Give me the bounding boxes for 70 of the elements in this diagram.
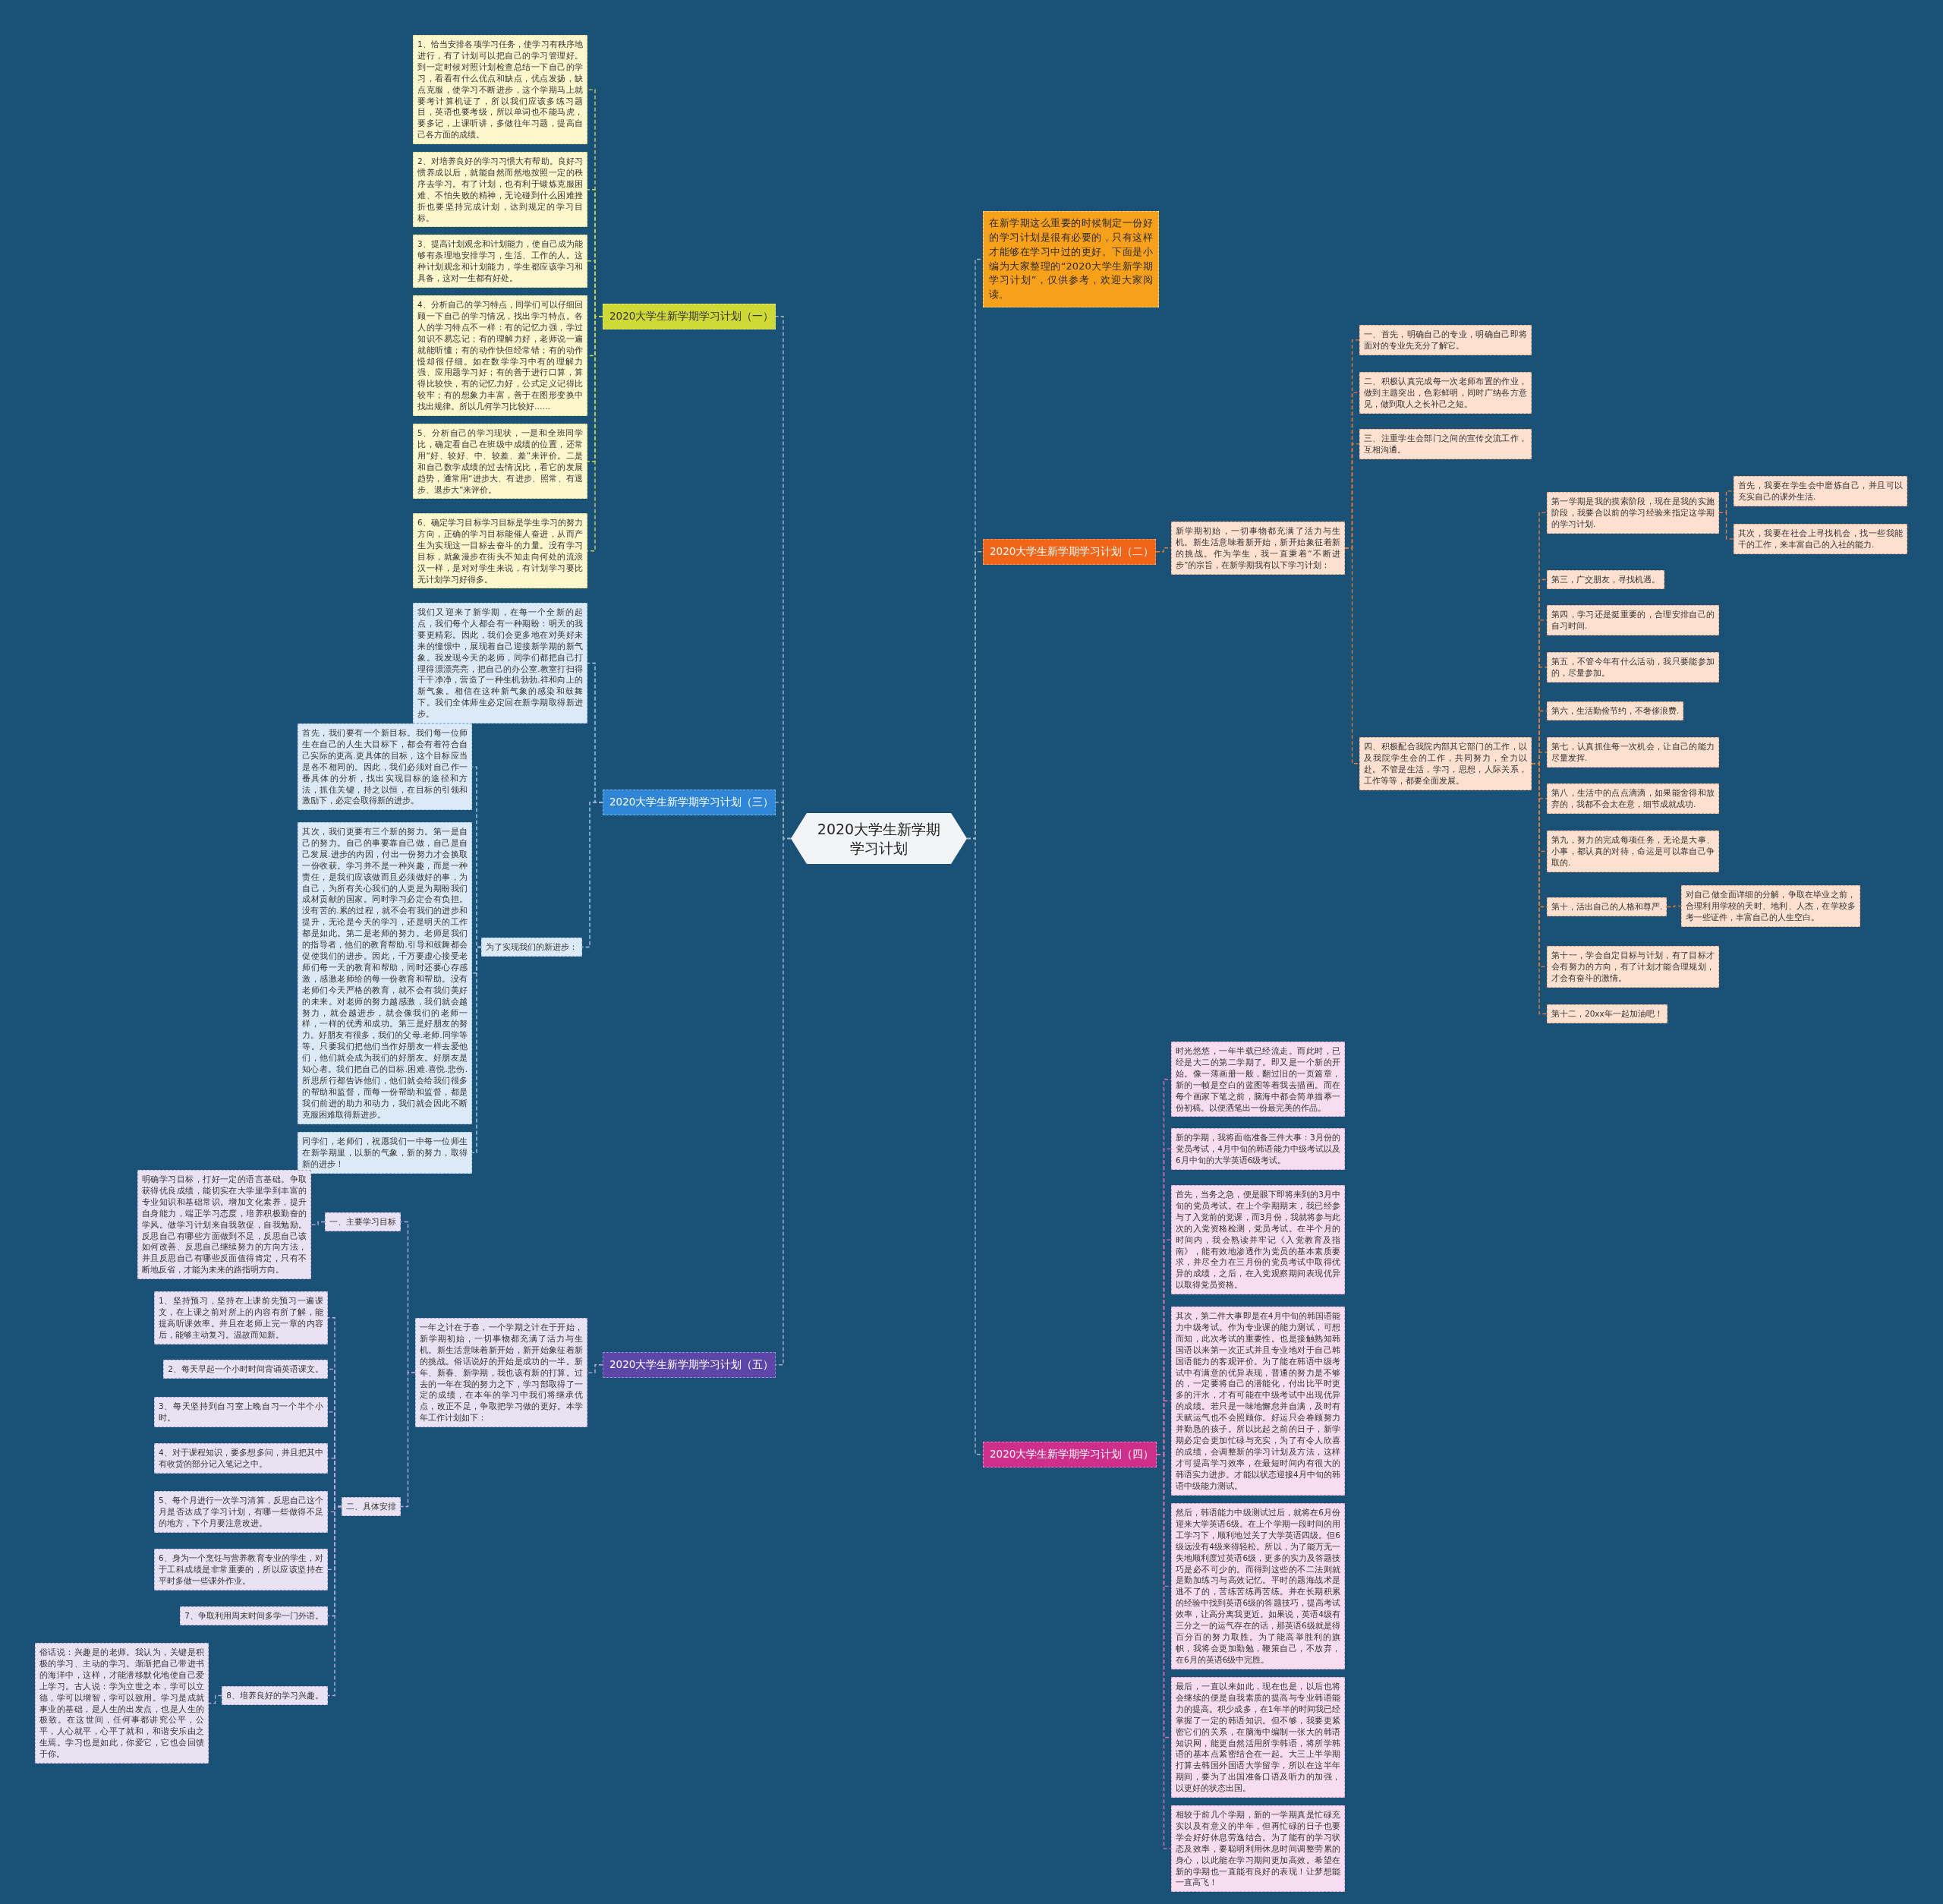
text-card: 时光悠悠，一年半载已经流走。而此时，已经是大二的第二学期了。即又是一个新的开始。像一薄画册一般，翻过旧的一页篇章，新的一帧是空白的蓝图等着我去描画。而在每个画家下笔之前，脑海中都会简单描摹一份初稿。以便洒笔出一份最完美的作品。 <box>1171 1042 1345 1117</box>
text-card: 二、具体安排 <box>342 1497 401 1516</box>
text-card: 同学们，老师们，祝愿我们一中每一位师生在新学期里，以新的气象，新的努力，取得新的进步！ <box>298 1132 472 1174</box>
connector <box>1531 763 1548 1015</box>
text-card: 3、提高计划观念和计划能力，使自己成为能够有条理地安排学习，生活、工作的人。这种计划观念和计划能力，学生都应该学习和具备，这对一生都有好处。 <box>413 235 587 288</box>
text-card: 明确学习目标，打好一定的语言基础。争取获得优良成绩，能切实在大学里学到丰富的专业知识和基础常识。增加文化素养，提升自身能力，端正学习态度，培养积极勤奋的学风。做学习计划来自我敦促，自我勉励。反思自己有哪些方面做到不足，反思自己该如何改善、反思自己继续努力的方向方法，并且反思自己有哪些反面值得肯定，只有不断地反省，才能为未来的路指明方向。 <box>137 1170 311 1280</box>
connector <box>775 837 792 1366</box>
text-card: 首先，我们要有一个新目标。我们每一位师生在自己的人生大目标下，都会有着符合自己实际的更高.更具体的目标，这个目标应当是各不相同的。因此，我们必须对自己作一番具体的分析，找出实现目标的途径和方法，抓住关键，持之以恒，在目标的引领和激励下，必定会取得新的进步。 <box>298 723 472 811</box>
connector <box>310 1221 326 1225</box>
text-card: 5、分析自己的学习现状，一是和全班同学比，确定看自己在班级中成绩的位置，还常用“好、较好、中、较差、差”来评价。二是和自己数学成绩的过去情况比，看它的发展趋势，通常用“进步大、有进步、照常、有退步、退步大”来评价。 <box>413 424 587 500</box>
connector <box>208 1694 222 1704</box>
text-card: 对自己做全面详细的分解，争取在毕业之前，合理利用学校的天时、地利、人杰，在学校多考一些证件，丰富自己的人生空白。 <box>1681 885 1860 927</box>
connector <box>1344 547 1360 764</box>
text-card: 5、每个月进行一次学习清算，反思自己这个月是否达成了学习计划，有哪一些做得不足的地方，下个月要注意改进。 <box>154 1491 328 1533</box>
text-card: 俗话说：兴趣是的老师。我认为，关键是积极的学习、主动的学习。渐渐把自己带进书的海洋中，这样，才能潜移默化地使自己爱上学习。古人说：学为立世之本，学可以立德，学可以增智，学可以致用。学习是成就事业的基础，是人生的出发点，也是人生的极致。在这世间，任何事都讲究公平，公平，人心就平，心平了就和，和谐安乐由之生焉。学习也是如此，你爱它，它也会回馈于你。 <box>35 1643 209 1764</box>
connector <box>471 946 482 1154</box>
text-card: 新的学期，我将面临准备三件大事：3月份的党员考试，4月中旬的韩语能力中级考试以及6月中旬的大学英语6级考试。 <box>1171 1128 1345 1170</box>
connector <box>587 1364 603 1373</box>
text-card: 一年之计在于春，一个学期之计在于开始，新学期初始，一切事物都充满了活力与生机。新生活意味着新开始，新开始象征着新的挑战。俗话说好的开始是成功的一半。新年、新春、新学期，我也该有新的打算。过去的一年在我的努力之下，学习部取得了一定的成绩，在本年的学习中我们将继承优点，改正不足，争取把学习做的更好。本学年工作计划如下： <box>415 1318 587 1428</box>
text-card: 第一学期是我的摸索阶段，现在是我的实施阶段，我要合以前的学习经验来指定这学期的学习计划. <box>1547 492 1719 534</box>
connector <box>1666 905 1682 908</box>
text-card: 然后，韩语能力中级测试过后，就将在6月份迎来大学英语6级。在上个学期一段时间的用工学习下，顺利地过关了大学英语四级。但6级远没有4级来得轻松。所以，为了能万无一失地顺利度过英语6级，更多的实力及答题技巧是必不可少的。而得到这些的不二法则就是勤加练习与高效记忆。平时的题海战术是逃不了的，苦练苦练再苦练。并在长期积累的经验中找到英语6级的答题技巧，提高考试效率，让高分离我更近。如果说，英语4级有三分之一的运气存在的话，那英语6级就是得百分百的努力取胜。为了能高举胜利的旗帜，我将会更加勤勉，鞭策自己，不放弃，在6月的英语6级中完胜。 <box>1171 1503 1345 1669</box>
intro-card: 在新学期这么重要的时候制定一份好的学习计划是很有必要的，只有这样才能够在学习中过的更好。下面是小编为大家整理的“2020大学生新学期学习计划”，仅供参考，欢迎大家阅读。 <box>983 211 1159 308</box>
text-card: 1、坚持预习，坚持在上课前先预习一遍课文，在上课之前对所上的内容有所了解，能提高听课效率。并且在老师上完一章的内容后，能够主动复习。温故而知新。 <box>154 1291 328 1344</box>
text-card: 三、注重学生会部门之间的宣传交流工作，互相沟通。 <box>1359 429 1532 459</box>
text-card: 第十一，学会自定目标与计划，有了目标才会有努力的方向，有了计划才能合理规划，才会有奋斗的激情。 <box>1547 946 1719 988</box>
text-card: 6、确定学习目标学习目标是学生学习的努力方向，正确的学习目标能催人奋进，从而产生为实现这一目标去奋斗的力量。没有学习目标，就象漫步在街头不知走向何处的流浪汉一样，是对对学生来说，有计划学习要比无计划学习好得多。 <box>413 513 587 589</box>
branch-topic: 2020大学生新学期学习计划（一） <box>603 304 776 329</box>
text-card: 第十二，20xx年一起加油吧！ <box>1547 1004 1667 1023</box>
text-card: 首先，我要在学生会中磨炼自己，并且可以充实自己的课外生活. <box>1734 476 1907 506</box>
text-card: 其次，第二件大事即是在4月中旬的韩国语能力中级考试。作为专业课的能力测试，可想而知，此次考试的重要性。也是接触熟知韩国语以来第一次正式并且专业地对于自己韩国语能力的客观评价。为了能在韩语中级考试中有满意的优异表现，普通的努力是不够的，一定要将自己的潜能化，付出比平时更多的汗水，才有可能在中级考试中出现优异的成绩。若只是一味地懈怠并自满，及时有天赋运气也不会照顾你。好运只会眷顾努力并勤恳的孩子。所以比起之前的日子，新学期必定会更加忙碌与充实，为了有令人欣喜的成绩，会调整新的学习计划及方法，这样才可提高学习效率，在最短时间内有很大的韩语实力进步。才能以状态迎接4月中旬的韩语中级能力测试。 <box>1171 1307 1345 1496</box>
branch-topic: 2020大学生新学期学习计划（四） <box>983 1442 1157 1467</box>
text-card: 新学期初始，一切事物都充满了活力与生机。新生活意味着新开始，新开始象征着新的挑战。作为学生，我一直秉着“不断进步”的宗旨，在新学期我有以下学习计划： <box>1171 522 1345 575</box>
text-card: 第六，生活勤俭节约，不奢侈浪费. <box>1547 701 1684 720</box>
text-card: 第九，努力的完成每项任务，无论是大事、小事，都认真的对待，命运是可以靠自己争取的. <box>1547 831 1719 872</box>
text-card: 1、恰当安排各项学习任务，使学习有秩序地进行，有了计划可以把自己的学习管理好。到一定时候对照计划检查总结一下自己的学习，看看有什么优点和缺点，优点发扬，缺点克服，使学习不断进步，这个学期马上就要考计算机证了，所以我们应该多练习题目，英语也要考级，所以单词也不能马虎，要多记，上课听讲，多做往年习题，提高自己各方面的成绩。 <box>413 35 587 145</box>
text-card: 我们又迎来了新学期，在每一个全新的起点，我们每个人都会有一种期盼：明天的我要更精彩。因此，我们会更多地在对美好未来的憧憬中，展现着自己迎接新学期的新气象。我发现今天的老师，同学们都把自己打理得漂漂亮亮，把自己的办公室.教室打扫得干干净净，营造了一种生机勃勃.祥和向上的新气象。相信在这种新气象的感染和鼓舞下。我们全体师生必定回在新学期取得新进步。 <box>413 603 587 724</box>
text-card: 第七，认真抓住每一次机会，让自己的能力尽量发挥. <box>1547 737 1719 768</box>
connector <box>581 802 603 948</box>
text-card: 首先，当务之急，便是眼下即将来到的3月中旬的党员考试。在上个学期期末，我已经参与了入党前的党课，而3月份，我就将参与此次的入党资格检测，党员考试。在半个月的时间内，我会熟读并牢记《入党教育及指南》，能有效地渗透作为党员的基本素质要求，并尽全力在三月份的党员考试中取得优异的成绩，之后，在入党观察期间表现优异以取得党员资格。 <box>1171 1185 1345 1295</box>
connector <box>327 1505 342 1697</box>
text-card: 第十，活出自己的人格和尊严. <box>1547 897 1667 916</box>
text-card: 第八，生活中的点点滴滴，如果能舍得和放弃的，我都不会太在意，细节成就成功. <box>1547 783 1719 814</box>
text-card: 相较于前几个学期，新的一学期真是忙碌充实以及有意义的半年，但再忙碌的日子也要学会好好休息劳逸结合。为了能有的学习状态及效率，要聪明利用休息时间调整劳累的身心，以此能在学习期间更加高效。希望在新的学期也一直能有良好的表现！让梦想能一直高飞！ <box>1171 1805 1345 1893</box>
text-card: 一、主要学习目标 <box>325 1212 401 1231</box>
text-card: 为了实现我们的新进步： <box>481 938 582 957</box>
text-card: 最后，一直以来如此，现在也是，以后也将会继续的便是自我素质的提高与专业韩语能力的提高。积少成多，在1年半的时间我已经掌握了一定的韩语知识。但不够，我要更紧密它们的关系，在脑海中编制一张大的韩语知识网，能更自然活用所学韩语，将所学韩语的基本点紧密结合在一起。大三上半学期打算去韩国外国语大学留学，所以在这半年期间，要为了出国准备口语及听力的加强，以更好的状态出国。 <box>1171 1677 1345 1798</box>
central-topic: 2020大学生新学期学习计划 <box>791 813 967 864</box>
connector <box>587 316 603 552</box>
text-card: 7、争取利用周末时间多学一门外语。 <box>180 1606 328 1625</box>
text-card: 4、对于课程知识，要多想多问，并且把其中有收货的部分记入笔记之中。 <box>154 1443 328 1474</box>
text-card: 二、积极认真完成每一次老师布置的作业，做到主题突出，色彩鲜明，同时广纳各方意见，做到取人之长补己之短。 <box>1359 372 1532 414</box>
text-card: 其次，我们更要有三个新的努力。第一是自己的努力。自己的事要靠自己做，自己是自己发展.进步的内因，付出一份努力才会换取一份收获。学习并不是一种兴趣，而是一种责任，是我们应该做而且必须做好的事，为自己，为所有关心我们的人更是为期盼我们成材贡献的国家。同时学习必定会有负担。没有苦的.累的过程，就不会有我们的进步和提升，无论是今天的学习，还是明天的工作都是如此。第二是老师的努力。老师是我们的指导者，他们的教育帮助.引导和鼓舞都会促使我们的进步。因此，千万要虚心接受老师们每一天的教育和帮助，同时还要心存感激，感激老师给的每一份教育和帮助。没有老师们今天严格的教育，就不会有我们美好的未来。对老师的努力越感激，我们就会越努力，就会越进步，就会像我们的老师一样，一样的优秀和成功。第三是好朋友的努力。好朋友有很多，我们的父母.老师.同学等等。只要我们把他们当作好朋友一样去爱他们，他们就会成为我们的好朋友。好朋友是知心者。我们把自己的目标.困难.喜悦.悲伤.所思所行都告诉他们，他们就会给我们很多的帮助和监督，而每一份帮助和监督，都是我们前进的助力和动力，我们就会因此不断克服困难取得新进步。 <box>298 822 472 1124</box>
branch-topic: 2020大学生新学期学习计划（五） <box>603 1352 776 1378</box>
text-card: 3、每天坚持到自习室上晚自习一个半个小时。 <box>154 1397 328 1427</box>
connector <box>1718 512 1734 540</box>
text-card: 四、积极配合我院内部其它部门的工作，以及我院学生会的工作，共同努力，全力以赴。不管是生活，学习，思想，人际关系，工作等等，都要全面发展。 <box>1359 737 1532 790</box>
text-card: 第三，广交朋友，寻找机遇。 <box>1547 570 1664 589</box>
text-card: 一、首先，明确自己的专业，明确自己即将面对的专业先充分了解它。 <box>1359 325 1532 355</box>
text-card: 其次，我要在社会上寻找机会，找一些我能干的工作，来丰富自己的入社的能力. <box>1734 524 1907 554</box>
branch-topic: 2020大学生新学期学习计划（三） <box>603 790 776 815</box>
connector <box>400 1372 416 1508</box>
branch-topic: 2020大学生新学期学习计划（二） <box>983 539 1156 565</box>
text-card: 4、分析自己的学习特点，同学们可以仔细回顾一下自己的学习情况，找出学习特点。各人的学习特点不一样：有的记忆力强，学过知识不易忘记；有的理解力好，老师说一遍就能听懂；有的动作快但经常错；有的动作慢却很仔细。如在数学学习中有的理解力强、应用题学习好；有的善于进行口算，算得比较快，有的记忆力好，公式定义记得比较牢；有的想象力丰富，善于在图形变换中找出规律。所以几何学习比较好…… <box>413 295 587 417</box>
text-card: 8、培养良好的学习兴趣。 <box>222 1686 328 1705</box>
text-card: 第五，不管今年有什么活动，我只要能参加的，尽量参加。 <box>1547 652 1719 682</box>
text-card: 2、对培养良好的学习习惯大有帮助。良好习惯养成以后，就能自然而然地按照一定的秩序去学习。有了计划，也有利于锻炼克服困难、不怕失败的精神，无论碰到什么困难挫折也要坚持完成计划，达到规定的学习目标。 <box>413 152 587 228</box>
text-card: 第四，学习还是挺重要的，合理安排自己的自习时间. <box>1547 605 1719 635</box>
text-card: 2、每天早起一个小时时间背诵英语课文。 <box>163 1360 328 1379</box>
text-card: 6、身为一个烹饪与营养教育专业的学生，对于工科成绩是非常重要的，所以应该坚持在平时多做一些课外作业。 <box>154 1549 328 1590</box>
